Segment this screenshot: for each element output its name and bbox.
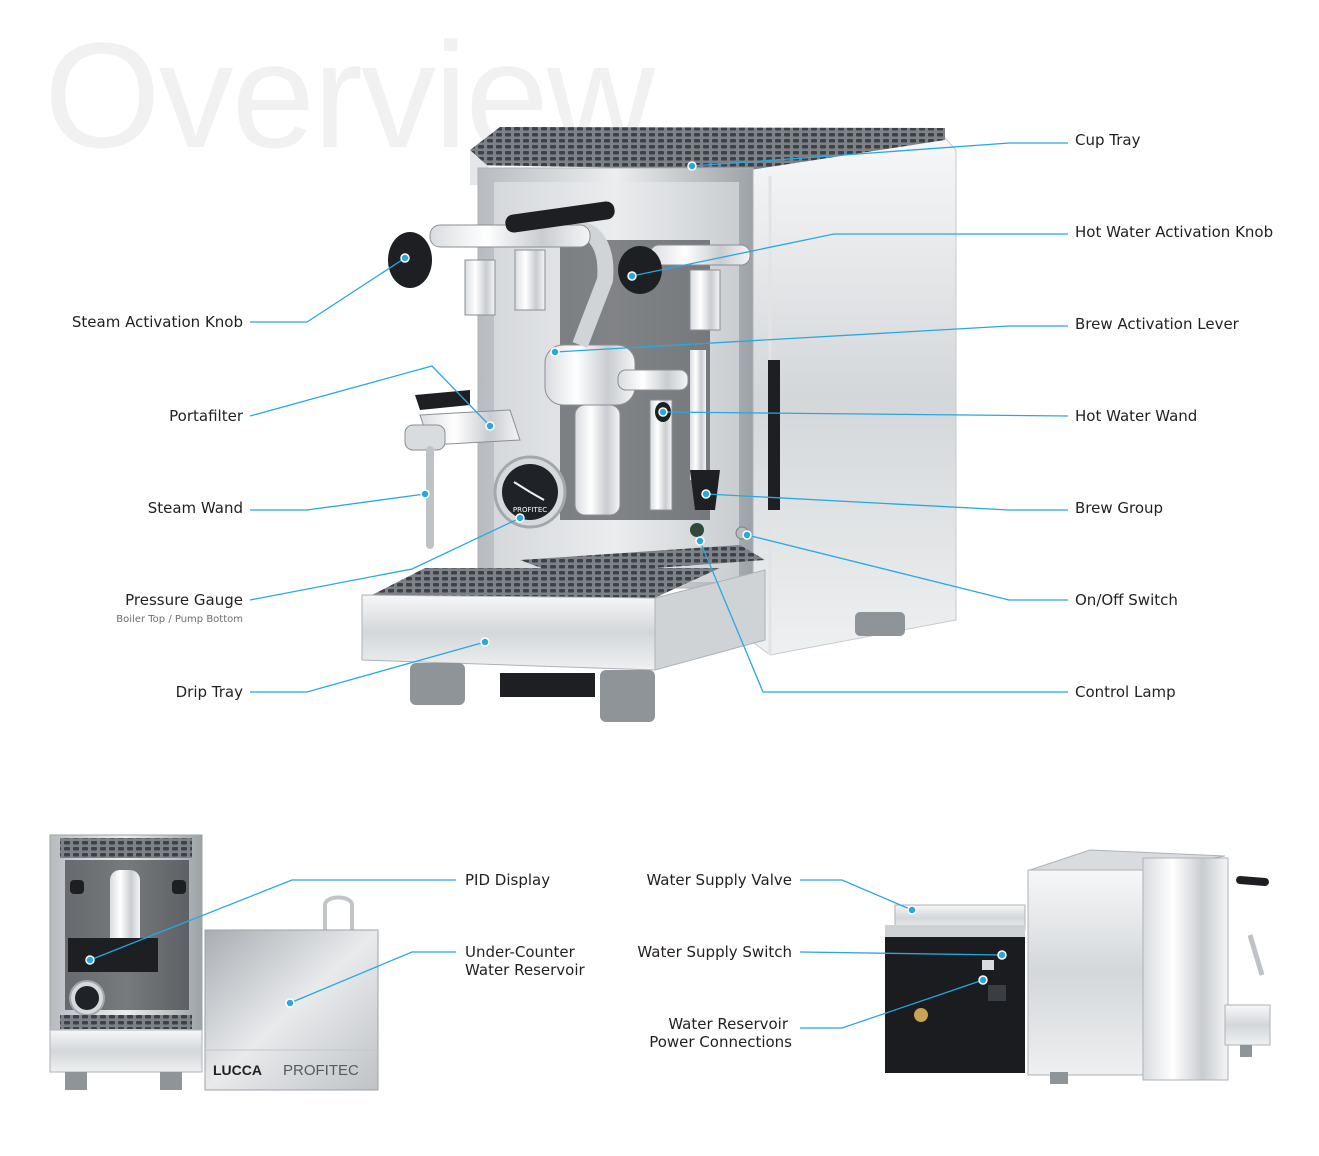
label-steam-activation-knob: Steam Activation Knob (71, 313, 243, 331)
lucca-brand: LUCCA (213, 1062, 262, 1078)
label-cup-tray: Cup Tray (1075, 131, 1141, 149)
label-steam-wand: Steam Wand (147, 499, 243, 517)
label-water-supply-switch: Water Supply Switch (637, 943, 792, 961)
label-on-off-switch: On/Off Switch (1075, 591, 1178, 609)
label-reservoir-line2: Water Reservoir (465, 961, 585, 979)
label-brew-activation-lever: Brew Activation Lever (1075, 315, 1239, 333)
label-drip-tray: Drip Tray (175, 683, 243, 701)
label-portafilter: Portafilter (169, 407, 243, 425)
label-power-line1: Water Reservoir (668, 1015, 788, 1033)
label-pressure-gauge-sub: Boiler Top / Pump Bottom (116, 614, 243, 625)
label-pressure-gauge: Pressure Gauge (125, 591, 243, 609)
callout-lines-rear (799, 879, 1007, 1029)
profitec-brand: PROFITEC (283, 1062, 359, 1079)
label-control-lamp: Control Lamp (1075, 683, 1176, 701)
gauge-brand: PROFITEC (513, 506, 547, 514)
callout-lines-reservoir (85, 879, 456, 1008)
label-hot-water-wand: Hot Water Wand (1075, 407, 1198, 425)
label-water-supply-valve: Water Supply Valve (646, 871, 792, 889)
reservoir-view-illustration: LUCCA PROFITEC (49, 834, 379, 1091)
label-hot-water-activation-knob: Hot Water Activation Knob (1075, 223, 1274, 241)
label-pid-display: PID Display (465, 871, 551, 889)
rear-view-illustration (885, 849, 1271, 1084)
label-brew-group: Brew Group (1075, 499, 1164, 517)
label-reservoir-line1: Under-Counter (465, 943, 575, 961)
label-power-line2: Power Connections (649, 1033, 792, 1051)
main-machine-illustration: PROFITEC (361, 127, 957, 722)
callout-lines-main (249, 142, 1069, 693)
